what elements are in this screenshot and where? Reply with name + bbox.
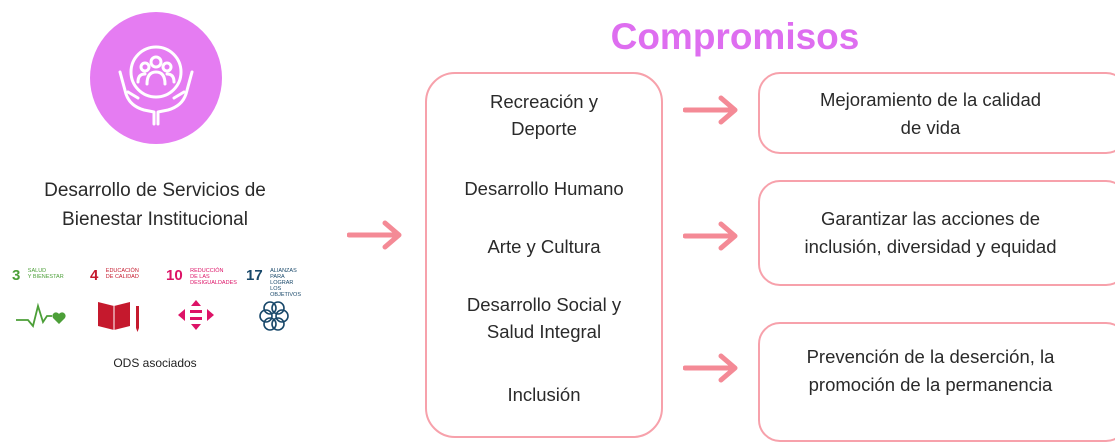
program-item-line1: Desarrollo Social y — [466, 294, 622, 315]
arrow-right-icon — [683, 95, 739, 125]
outcome-line2: inclusión, diversidad y equidad — [804, 236, 1057, 257]
sdg-10-caption-line2: DESIGUALDADES — [190, 280, 237, 286]
sdg-4-number: 4 — [90, 267, 99, 284]
sdg-17-caption-line2: LOGRAR — [270, 280, 294, 286]
outcome-text-calidad-vida: Mejoramiento de la calidad de vida — [758, 86, 1103, 142]
service-title-line1: Desarrollo de Servicios de — [44, 180, 266, 201]
program-item-line1: Arte y Cultura — [487, 236, 601, 257]
sdg-3-caption-line1: SALUD — [27, 268, 47, 274]
compromisos-heading: Compromisos — [610, 16, 860, 57]
sdg-4-caption-line2: DE CALIDAD — [105, 274, 139, 280]
sdg-10-caption-line1: REDUCCIÓN DE LAS — [190, 268, 224, 280]
outcome-box-inclusion — [758, 180, 1115, 286]
sdg-17-number: 17 — [246, 267, 263, 284]
service-title-line2: Bienestar Institucional — [62, 209, 248, 230]
outcome-line2: promoción de la permanencia — [808, 374, 1053, 395]
hands-holding-people-icon — [90, 12, 222, 144]
program-item-line2: Deporte — [511, 118, 577, 139]
arrow-right-icon — [347, 220, 403, 250]
program-item-desarrollo-social: Desarrollo Social y Salud Integral — [428, 291, 660, 345]
program-item-arte-cultura: Arte y Cultura — [428, 233, 660, 260]
sdg-4-caption-line1: EDUCACIÓN — [105, 268, 139, 274]
sdg-17-badge: 17 ALIANZAS PARA LOGRAR LOS OBJETIVOS — [246, 268, 321, 340]
partnership-rings-icon — [259, 301, 289, 331]
ods-caption: ODS asociados — [113, 356, 197, 370]
program-item-line2: Salud Integral — [486, 321, 602, 342]
outcome-line2: de vida — [900, 117, 961, 138]
program-item-line1: Recreación y — [490, 91, 598, 112]
program-item-desarrollo-humano: Desarrollo Humano — [428, 175, 660, 202]
arrow-right-icon — [683, 221, 739, 251]
book-icon — [98, 302, 139, 332]
sdg-17-caption-line1: ALIANZAS PARA — [270, 268, 297, 280]
sdg-3-badge: 3 SALUD Y BIENESTAR — [12, 268, 77, 340]
outcome-text-permanencia: Prevención de la deserción, la promoción… — [758, 343, 1103, 399]
sdg-17-caption-line3: LOS OBJETIVOS — [270, 286, 302, 298]
outcome-box-calidad-vida — [758, 72, 1115, 154]
program-item-inclusion: Inclusión — [428, 381, 660, 408]
sdg-10-badge: 10 REDUCCIÓN DE LAS DESIGUALDADES — [166, 268, 241, 340]
arrow-right-icon — [683, 353, 739, 383]
program-item-line1: Desarrollo Humano — [464, 178, 624, 199]
program-item-line1: Inclusión — [507, 384, 581, 405]
outcome-line1: Prevención de la deserción, la — [806, 346, 1055, 367]
sdg-4-badge: 4 EDUCACIÓN DE CALIDAD — [90, 268, 155, 340]
program-item-recreacion: Recreación y Deporte — [428, 88, 660, 142]
service-title: Desarrollo de Servicios de Bienestar Ins… — [10, 176, 300, 234]
sdg-10-caption: REDUCCIÓN DE LAS DESIGUALDADES — [190, 268, 237, 286]
heartbeat-icon — [16, 302, 66, 328]
sdg-3-caption-line2: Y BIENESTAR — [27, 274, 64, 280]
outcome-text-inclusion: Garantizar las acciones de inclusión, di… — [758, 205, 1103, 261]
outcome-line1: Mejoramiento de la calidad — [819, 89, 1042, 110]
sdg-17-caption: ALIANZAS PARA LOGRAR LOS OBJETIVOS — [270, 268, 310, 298]
equality-arrows-icon — [178, 300, 214, 330]
sdg-3-caption: SALUD Y BIENESTAR — [28, 268, 68, 280]
sdg-3-number: 3 — [12, 267, 21, 284]
sdg-10-number: 10 — [166, 267, 183, 284]
sdg-4-caption: EDUCACIÓN DE CALIDAD — [106, 268, 146, 280]
outcome-line1: Garantizar las acciones de — [820, 208, 1041, 229]
